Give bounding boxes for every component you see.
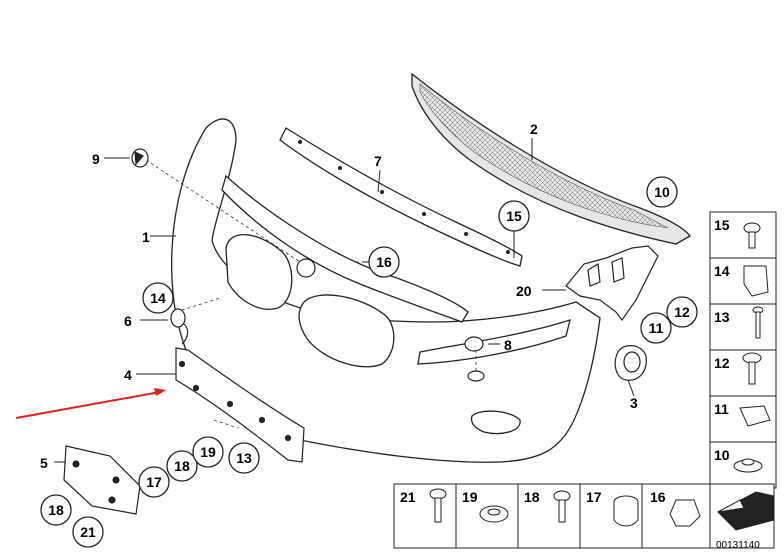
callout-3: 3	[630, 395, 638, 411]
cap-part	[170, 308, 189, 345]
svg-text:18: 18	[174, 458, 190, 474]
callout-5: 5	[40, 455, 48, 471]
svg-text:11: 11	[714, 401, 729, 417]
svg-text:6: 6	[124, 313, 132, 329]
trim-strip	[279, 127, 523, 267]
callout-9: 9	[92, 151, 100, 167]
side-legend-labels: 15 14 13 12 11 10	[714, 217, 730, 463]
callout-8: 8	[504, 337, 512, 353]
license-plate-holder	[175, 347, 305, 463]
callout-18-plate: 18	[166, 450, 198, 482]
bottom-legend-labels: 21 19 18 17 16	[400, 489, 666, 505]
svg-text:21: 21	[80, 524, 96, 540]
bottom-legend	[393, 483, 775, 549]
svg-text:20: 20	[516, 283, 532, 299]
svg-text:11: 11	[649, 320, 664, 336]
badge-hole	[296, 258, 316, 278]
callout-17: 17	[138, 466, 170, 498]
svg-text:13: 13	[714, 309, 730, 325]
callout-10: 10	[646, 176, 678, 208]
svg-text:16: 16	[650, 489, 666, 505]
callout-7: 7	[374, 153, 382, 169]
bumper-cover	[171, 118, 601, 463]
side-legend	[709, 211, 777, 489]
callout-14: 14	[142, 282, 174, 314]
callout-12: 12	[666, 296, 698, 328]
svg-text:15: 15	[506, 208, 522, 224]
svg-text:19: 19	[200, 444, 216, 460]
callout-15: 15	[498, 200, 530, 232]
svg-text:12: 12	[714, 355, 730, 371]
trim-holes	[298, 140, 510, 254]
svg-text:16: 16	[376, 254, 392, 270]
callout-13: 13	[228, 442, 260, 474]
svg-text:18: 18	[48, 502, 64, 518]
mount-3	[614, 345, 647, 381]
svg-text:15: 15	[714, 217, 730, 233]
svg-text:21: 21	[400, 489, 416, 505]
callout-11: 11	[640, 312, 672, 344]
emblem-part	[131, 148, 149, 168]
upper-trim	[221, 174, 469, 323]
svg-text:2: 2	[530, 121, 538, 137]
red-arrow	[15, 388, 166, 419]
svg-text:3: 3	[630, 395, 638, 411]
diagram-id: 00131140	[716, 540, 760, 551]
svg-text:1: 1	[142, 229, 150, 245]
svg-text:9: 9	[92, 151, 100, 167]
svg-text:7: 7	[374, 153, 382, 169]
svg-text:4: 4	[124, 367, 132, 383]
cap-8-hole	[467, 370, 485, 382]
bracket	[565, 245, 659, 322]
svg-text:8: 8	[504, 337, 512, 353]
svg-text:17: 17	[586, 489, 602, 505]
callout-2: 2	[530, 121, 538, 137]
cap-8	[464, 336, 484, 352]
svg-text:14: 14	[714, 263, 730, 279]
callout-1: 1	[142, 229, 150, 245]
svg-text:18: 18	[524, 489, 540, 505]
callout-19: 19	[192, 436, 224, 468]
svg-text:5: 5	[40, 455, 48, 471]
svg-text:14: 14	[150, 290, 166, 306]
callout-18-lower: 18	[40, 494, 72, 526]
bottom-legend-icons	[429, 488, 775, 531]
callout-6: 6	[124, 313, 132, 329]
svg-text:12: 12	[674, 304, 690, 320]
svg-text:19: 19	[462, 489, 478, 505]
grille-mesh	[411, 72, 691, 245]
callout-16: 16	[368, 246, 400, 278]
svg-text:13: 13	[236, 450, 252, 466]
svg-text:17: 17	[146, 474, 162, 490]
callout-21: 21	[72, 516, 104, 548]
callout-4: 4	[124, 367, 132, 383]
callout-20: 20	[516, 283, 532, 299]
svg-text:10: 10	[714, 447, 730, 463]
side-legend-icons	[733, 222, 771, 473]
license-plate-5	[63, 445, 141, 515]
svg-text:10: 10	[654, 184, 670, 200]
